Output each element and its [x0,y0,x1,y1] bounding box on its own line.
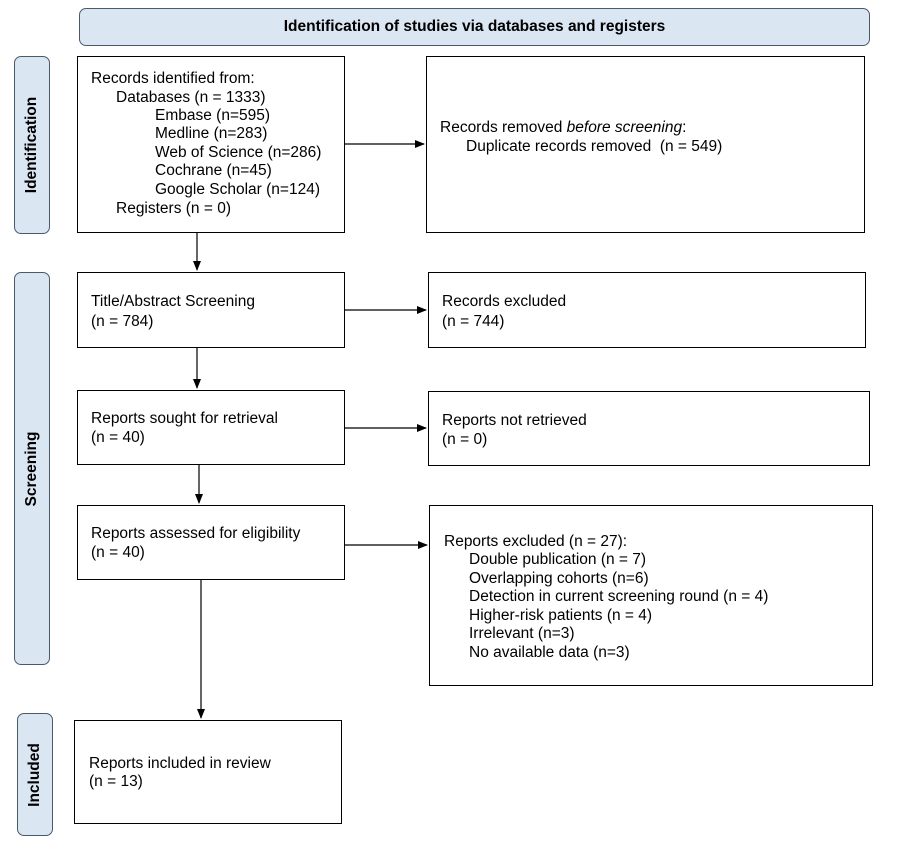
reports-included-count: (n = 13) [89,773,143,790]
screening-box: Title/Abstract Screening (n = 784) [77,272,345,348]
reason-no-available-data: No available data (n=3) [469,644,630,661]
databases-count: Databases (n = 1333) [116,89,266,106]
screening-title: Title/Abstract Screening [91,293,255,310]
duplicates-removed: Duplicate records removed (n = 549) [466,138,723,155]
source-google-scholar: Google Scholar (n=124) [155,181,321,198]
reason-irrelevant: Irrelevant (n=3) [469,625,575,642]
records-excluded-box: Records excluded (n = 744) [428,272,866,348]
reason-detection-current-round: Detection in current screening round (n … [469,588,769,605]
reason-double-publication: Double publication (n = 7) [469,551,647,568]
reports-excluded-box: Reports excluded (n = 27): Double public… [429,505,873,686]
reports-assessed-title: Reports assessed for eligibility [91,525,301,542]
registers-count: Registers (n = 0) [116,200,232,217]
reports-included-title: Reports included in review [89,755,271,772]
reason-higher-risk-patients: Higher-risk patients (n = 4) [469,607,653,624]
reports-sought-title: Reports sought for retrieval [91,410,278,427]
phase-identification: Identification [14,56,50,234]
reports-excluded-heading: Reports excluded (n = 27): [444,533,628,550]
records-removed-suffix: : [682,119,687,136]
source-web-of-science: Web of Science (n=286) [155,144,322,161]
screening-count: (n = 784) [91,313,154,330]
reports-assessed-box: Reports assessed for eligibility (n = 40… [77,505,345,580]
reason-overlapping-cohorts: Overlapping cohorts (n=6) [469,570,649,587]
records-identified-heading: Records identified from: [91,70,255,87]
reports-not-retrieved-count: (n = 0) [442,431,488,448]
phase-screening: Screening [14,272,50,665]
reports-sought-count: (n = 40) [91,429,145,446]
header-title: Identification of studies via databases … [283,18,666,35]
records-excluded-count: (n = 744) [442,313,505,330]
records-excluded-title: Records excluded [442,293,567,310]
header-bar: Identification of studies via databases … [79,8,870,46]
records-removed-box: Records removed before screening: Duplic… [426,56,865,233]
source-embase: Embase (n=595) [155,107,271,124]
reports-not-retrieved-title: Reports not retrieved [442,412,587,429]
source-cochrane: Cochrane (n=45) [155,162,272,179]
reports-included-box: Reports included in review (n = 13) [74,720,342,824]
reports-not-retrieved-box: Reports not retrieved (n = 0) [428,391,870,466]
records-removed-label: Records removed before screening: [440,119,686,138]
records-removed-emphasis: before screening [566,119,683,136]
records-identified-box: Records identified from: Databases (n = … [77,56,345,233]
phase-included: Included [17,713,53,836]
records-removed-prefix: Records removed [440,119,567,136]
reports-sought-box: Reports sought for retrieval (n = 40) [77,390,345,465]
source-medline: Medline (n=283) [155,125,268,142]
reports-assessed-count: (n = 40) [91,544,145,561]
